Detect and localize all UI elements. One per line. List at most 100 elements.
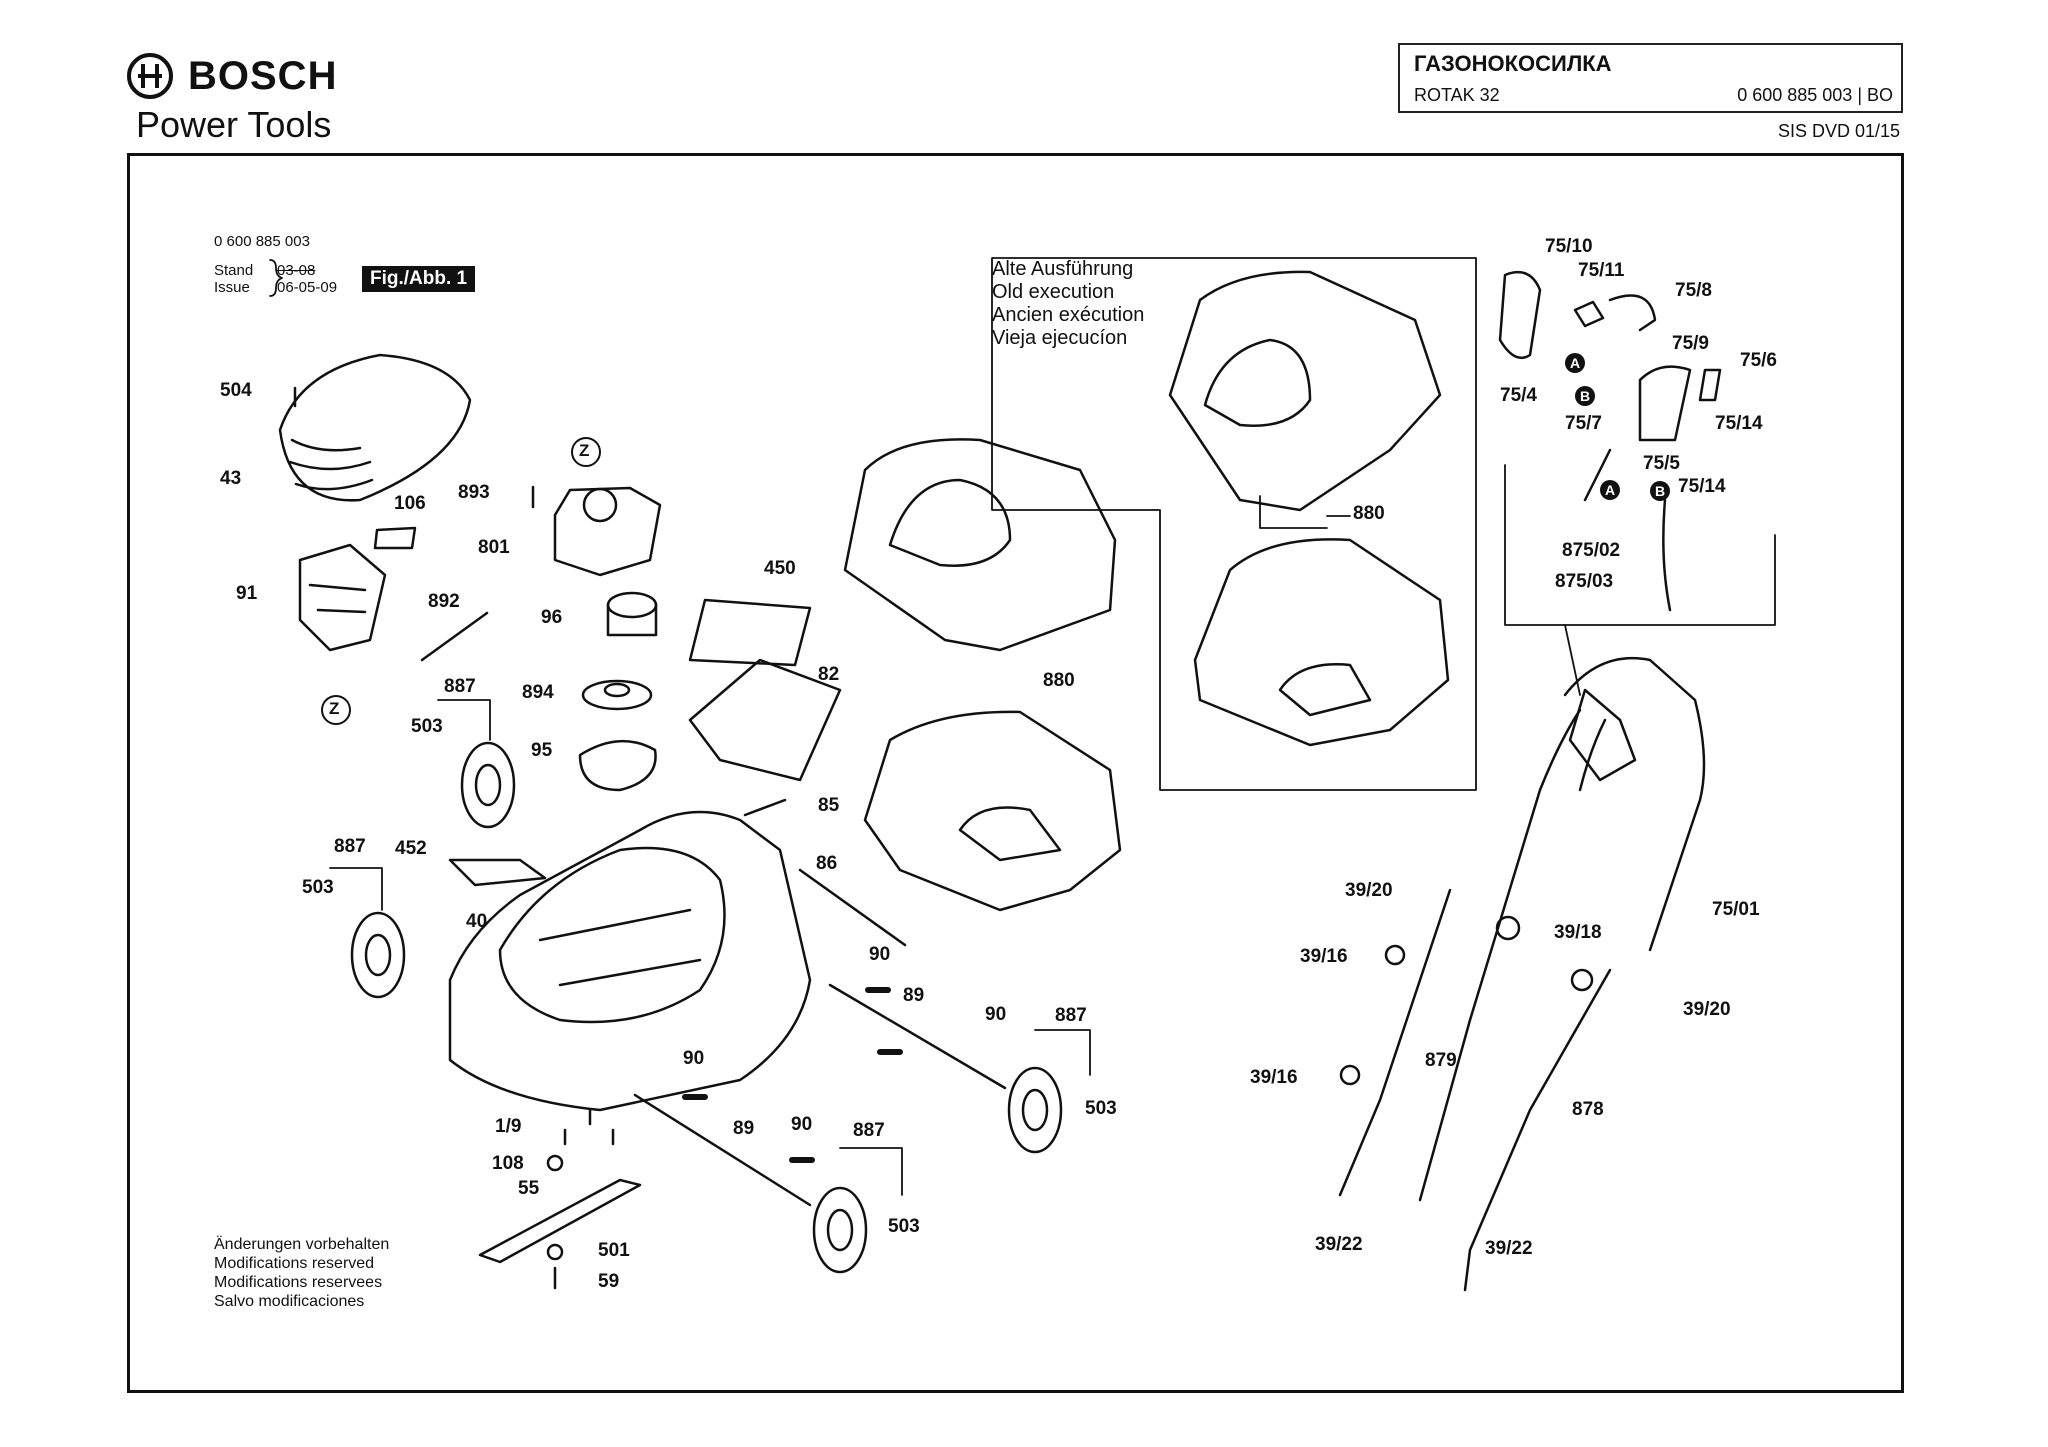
disclaimer-line: Änderungen vorbehalten — [214, 1236, 390, 1253]
callout-label: 91 — [236, 583, 258, 604]
wheel-rear-left — [460, 741, 516, 829]
callout-label: 108 — [492, 1153, 524, 1174]
knob-right — [1570, 968, 1594, 992]
switch-75-10 — [1573, 300, 1605, 328]
callout-label: 887 — [444, 676, 476, 697]
callout-label: 894 — [522, 682, 554, 703]
callout-label: 85 — [818, 795, 840, 816]
callout-label: 39/18 — [1554, 922, 1602, 943]
callout-label: 75/11 — [1578, 260, 1625, 281]
ref-circle-z-bottom — [321, 695, 351, 725]
ref-marker: Z — [329, 699, 340, 718]
callout-label: 82 — [818, 664, 840, 685]
grass-box-basket — [863, 710, 1122, 912]
leader-880-old-b — [1259, 495, 1328, 529]
old-version-line: Vieja ejecucíon — [992, 327, 1128, 349]
mower-deck — [448, 810, 812, 1112]
callout-label: 801 — [478, 537, 510, 558]
brand-logo-block: BOSCH — [126, 52, 337, 100]
callout-label: 893 — [458, 482, 490, 503]
screw-1-9 — [563, 1108, 615, 1146]
grass-box-lid — [843, 438, 1117, 652]
brand-subtitle: Power Tools — [136, 104, 332, 145]
callout-label: 39/20 — [1683, 999, 1731, 1020]
inset-pointer — [1564, 624, 1581, 696]
axle-86 — [798, 868, 907, 947]
callout-label: 75/7 — [1565, 413, 1602, 434]
callout-label: 75/10 — [1545, 236, 1593, 257]
callout-label: 875/03 — [1555, 571, 1614, 592]
stand-label: Stand — [214, 262, 254, 279]
callout-label: 75/14 — [1678, 476, 1726, 497]
callout-label: 504 — [220, 380, 252, 401]
callout-label: 75/5 — [1643, 453, 1680, 474]
figure-part-number: 0 600 885 003 — [214, 233, 310, 250]
callout-label: 39/22 — [1485, 1238, 1533, 1259]
disclaimer-line: Modifications reserved — [214, 1255, 375, 1272]
lever-75-8 — [1608, 294, 1657, 332]
callout-label: 39/16 — [1250, 1067, 1298, 1088]
axle-89-top — [828, 983, 1007, 1090]
disclaimer-line: Modifications reservees — [214, 1274, 383, 1291]
part-number: 0 600 885 003 | BO — [1737, 85, 1893, 105]
callout-label: 106 — [394, 493, 426, 514]
switch-housing-75-4 — [1498, 270, 1542, 360]
callout-label: 75/14 — [1715, 413, 1763, 434]
stand-date: 06-05-09 — [277, 279, 338, 296]
callout-label: 880 — [1353, 503, 1385, 524]
callout-label: 89 — [903, 985, 925, 1006]
top-cover — [278, 353, 472, 502]
callout-label: 75/9 — [1672, 333, 1709, 354]
ref-marker: Z — [579, 441, 590, 460]
callout-label: 75/01 — [1712, 899, 1760, 920]
bracket-887-a — [437, 699, 491, 741]
axle-89-bottom — [633, 1093, 812, 1207]
old-version-note: Alte Ausführung Old execution Ancien exé… — [992, 258, 1144, 350]
old-grass-box-lid — [1168, 270, 1442, 512]
date-brace — [269, 259, 283, 297]
callout-label: 503 — [411, 716, 443, 737]
callout-label: 90 — [791, 1114, 813, 1135]
callout-label: 90 — [683, 1048, 705, 1069]
callout-label: 96 — [541, 607, 563, 628]
callout-label: 880 — [1043, 670, 1075, 691]
bracket-887-b — [329, 867, 383, 911]
plate-106 — [373, 526, 417, 550]
callout-label: 39/16 — [1300, 946, 1348, 967]
callout-label: 887 — [334, 836, 366, 857]
fan — [581, 679, 653, 711]
flap-82 — [688, 658, 842, 782]
connector-marker: A — [1565, 353, 1585, 373]
motor — [553, 486, 662, 577]
callout-label: 39/22 — [1315, 1234, 1363, 1255]
wheel-front-left — [350, 911, 406, 999]
callout-label: 503 — [888, 1216, 920, 1237]
callout-label: 89 — [733, 1118, 755, 1139]
wheel-rear-right — [1007, 1066, 1063, 1154]
bracket-887-d — [839, 1147, 903, 1196]
title-box: ГАЗОНОКОСИЛКА ROTAK 32 0 600 885 003 | B… — [1398, 43, 1903, 113]
source-label: SIS DVD 01/15 — [1777, 121, 1900, 141]
old-version-line: Alte Ausführung — [992, 258, 1134, 280]
callout-label: 40 — [466, 911, 488, 932]
disclaimer: Änderungen vorbehalten Modifications res… — [214, 1235, 389, 1311]
wheel-front-right — [812, 1186, 868, 1274]
callout-label: 503 — [302, 877, 334, 898]
clip-75-6 — [1698, 368, 1722, 402]
knob-39-16b — [1339, 1064, 1361, 1086]
old-version-line: Ancien exécution — [992, 304, 1145, 326]
connector-marker: B — [1575, 386, 1595, 406]
motor-housing — [298, 543, 387, 652]
washer-501 — [546, 1243, 564, 1261]
disclaimer-line: Salvo modificaciones — [214, 1293, 365, 1310]
cable-875-02 — [1583, 448, 1612, 502]
connector-marker: A — [1600, 480, 1620, 500]
callout-label: 75/8 — [1675, 280, 1712, 301]
bracket-887-c — [1034, 1029, 1091, 1076]
pin-85 — [743, 798, 787, 817]
callout-label: 501 — [598, 1240, 630, 1261]
knob-39-16a — [1384, 944, 1406, 966]
callout-label: 1/9 — [495, 1116, 522, 1137]
callout-label: 75/6 — [1740, 350, 1777, 371]
